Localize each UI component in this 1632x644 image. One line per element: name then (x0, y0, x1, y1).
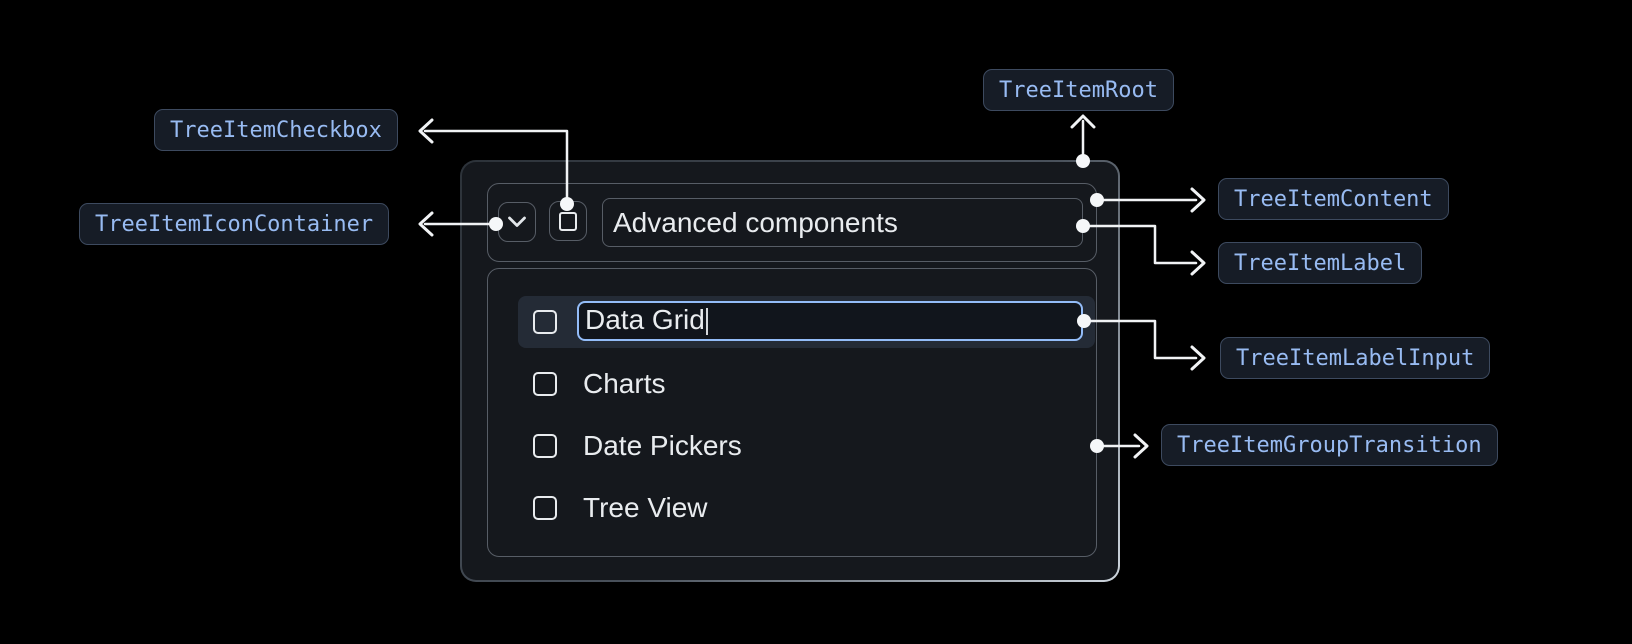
arrow-left-icon (418, 211, 434, 237)
tree-item-label-text: Advanced components (613, 206, 898, 238)
arrow-right-icon (1133, 433, 1149, 459)
tree-item-label-input[interactable] (577, 301, 1083, 341)
text-cursor (706, 308, 708, 335)
checkbox-data-grid[interactable] (533, 310, 557, 334)
tree-row-date-pickers-label[interactable]: Date Pickers (583, 430, 742, 461)
badge-tree-item-icon-container: TreeItemIconContainer (79, 203, 390, 245)
badge-tree-item-label-input: TreeItemLabelInput (1220, 337, 1491, 379)
badge-tree-item-root: TreeItemRoot (983, 69, 1174, 111)
badge-tree-item-content: TreeItemContent (1218, 178, 1449, 220)
tree-item-root-surface (462, 162, 1118, 580)
arrow-right-icon (1190, 187, 1206, 213)
badge-tree-item-group-transition: TreeItemGroupTransition (1161, 424, 1498, 466)
tree-item-root (460, 160, 1120, 582)
tree-item-label-input-wrap (577, 301, 1083, 341)
tree-item-content[interactable] (487, 183, 1097, 262)
arrow-right-icon (1190, 250, 1206, 276)
badge-tree-item-label: TreeItemLabel (1218, 242, 1423, 284)
tree-item-label: Advanced components (602, 198, 1083, 247)
tree-row-tree-view-label[interactable]: Tree View (583, 492, 708, 523)
checkbox-date-pickers[interactable] (533, 434, 557, 458)
chevron-down-icon (507, 216, 527, 228)
checkbox-charts[interactable] (533, 372, 557, 396)
checkbox-tree-view[interactable] (533, 496, 557, 520)
arrow-right-icon (1190, 345, 1206, 371)
tree-row-charts-label[interactable]: Charts (583, 368, 666, 399)
tree-item-group-transition (487, 268, 1097, 557)
checkbox-unchecked-icon (559, 211, 577, 231)
arrow-up-icon (1070, 114, 1096, 129)
badge-tree-item-checkbox: TreeItemCheckbox (154, 109, 398, 151)
tree-item-icon-container[interactable] (498, 202, 536, 242)
arrow-left-icon (418, 118, 434, 144)
tree-item-checkbox[interactable] (549, 201, 587, 241)
